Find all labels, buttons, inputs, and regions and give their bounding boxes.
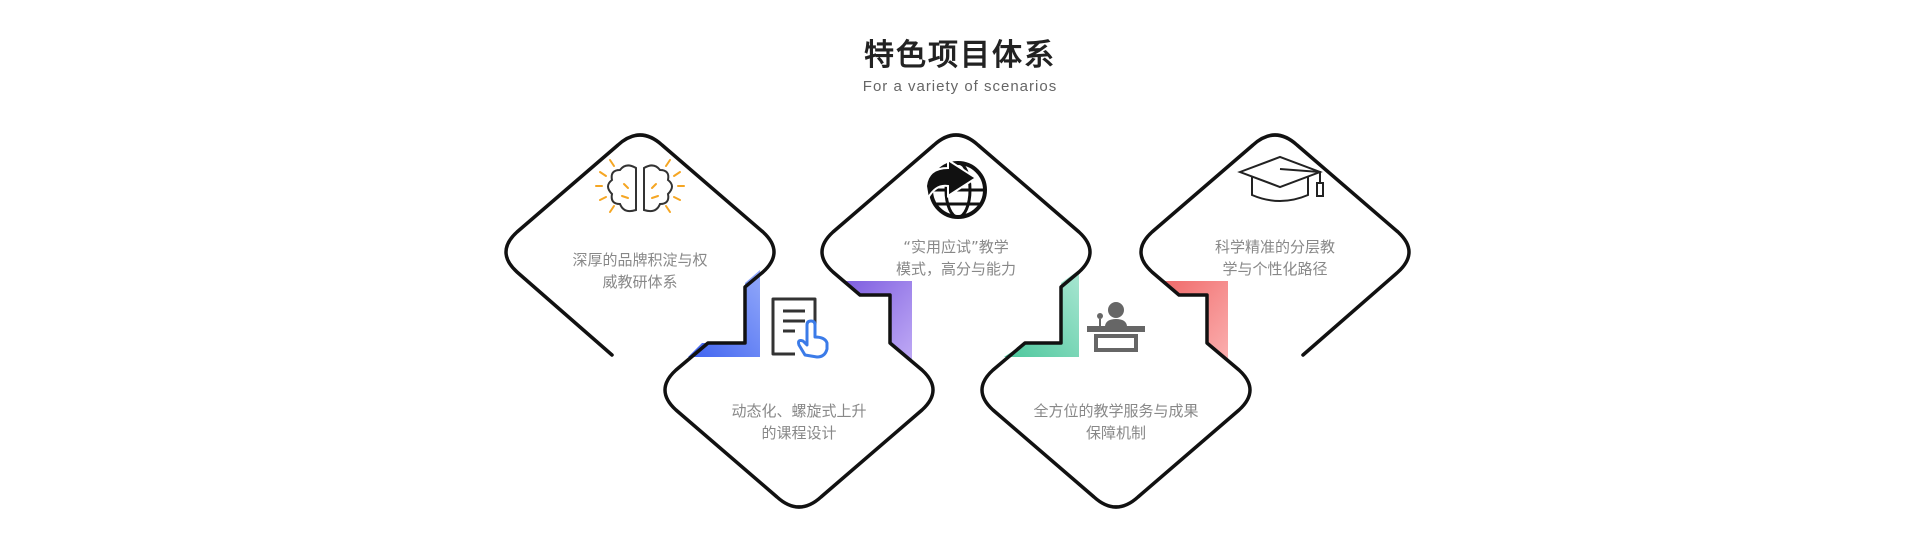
page-title: 特色项目体系 [864, 38, 1056, 73]
card-line: 动态化、螺旋式上升 [731, 402, 867, 420]
brain-icon [595, 159, 685, 213]
card-text-teaching-mode: “实用应试”教学 模式，高分与能力 [851, 236, 1061, 280]
card-line: 保障机制 [1085, 424, 1146, 442]
accent-band-purple [846, 281, 912, 362]
podium-speaker-icon [1087, 302, 1145, 352]
accent-band-red [1165, 281, 1228, 362]
card-line: 深厚的品牌积淀与权 [572, 251, 708, 269]
page-subtitle: For a variety of scenarios [862, 78, 1058, 95]
card-line: 学与个性化路径 [1222, 260, 1328, 278]
card-text-tiered-teaching: 科学精准的分层教 学与个性化路径 [1170, 236, 1380, 280]
card-text-brand-research: 深厚的品牌积淀与权 威教研体系 [535, 249, 745, 293]
graduation-cap-icon [1237, 155, 1324, 202]
card-line: 全方位的教学服务与成果 [1033, 402, 1199, 420]
card-text-course-design: 动态化、螺旋式上升 的课程设计 [694, 400, 904, 444]
card-line: 威教研体系 [602, 273, 678, 291]
document-touch-icon [771, 297, 829, 359]
card-line: 科学精准的分层教 [1214, 238, 1335, 256]
card-line: 的课程设计 [761, 424, 837, 442]
card-line: 模式，高分与能力 [895, 260, 1016, 278]
card-text-service-guarantee: 全方位的教学服务与成果 保障机制 [1001, 400, 1231, 444]
card-line: “实用应试”教学 [903, 238, 1009, 256]
globe-play-icon [924, 158, 987, 219]
diamond-outline [504, 133, 1411, 509]
